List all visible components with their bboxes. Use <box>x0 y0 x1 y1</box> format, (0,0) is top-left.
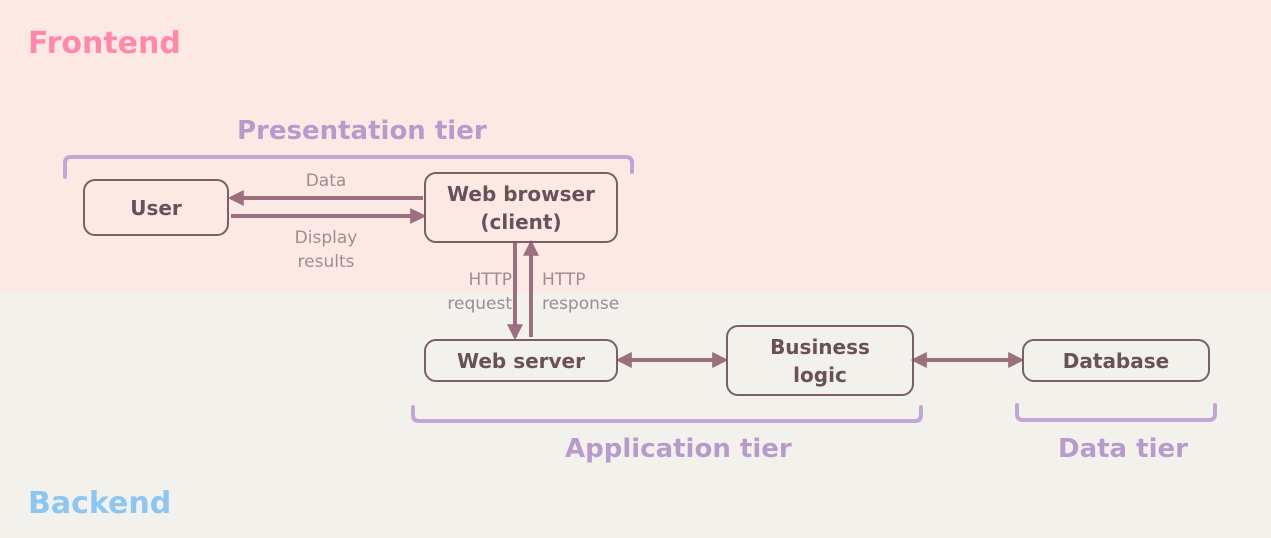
business-logic-node: Business logic <box>726 325 914 396</box>
frontend-region <box>0 0 1271 292</box>
frontend-label: Frontend <box>28 26 181 61</box>
web-browser-node: Web browser (client) <box>424 172 618 243</box>
presentation-tier-label: Presentation tier <box>237 116 487 146</box>
http-request-edge-label: HTTP request <box>447 270 512 314</box>
backend-label: Backend <box>28 486 172 521</box>
data-edge-label: Data <box>305 171 347 191</box>
data-tier-bracket <box>1015 403 1217 422</box>
backend-region <box>0 292 1271 538</box>
application-tier-label: Application tier <box>565 434 792 464</box>
application-tier-bracket <box>411 405 923 423</box>
web-server-node: Web server <box>424 339 618 382</box>
presentation-tier-bracket <box>63 155 634 179</box>
display-results-edge-label: Display results <box>294 228 358 272</box>
database-node: Database <box>1022 339 1210 382</box>
user-node: User <box>83 179 229 236</box>
data-tier-label: Data tier <box>1058 434 1188 464</box>
http-response-edge-label: HTTP response <box>542 270 620 314</box>
